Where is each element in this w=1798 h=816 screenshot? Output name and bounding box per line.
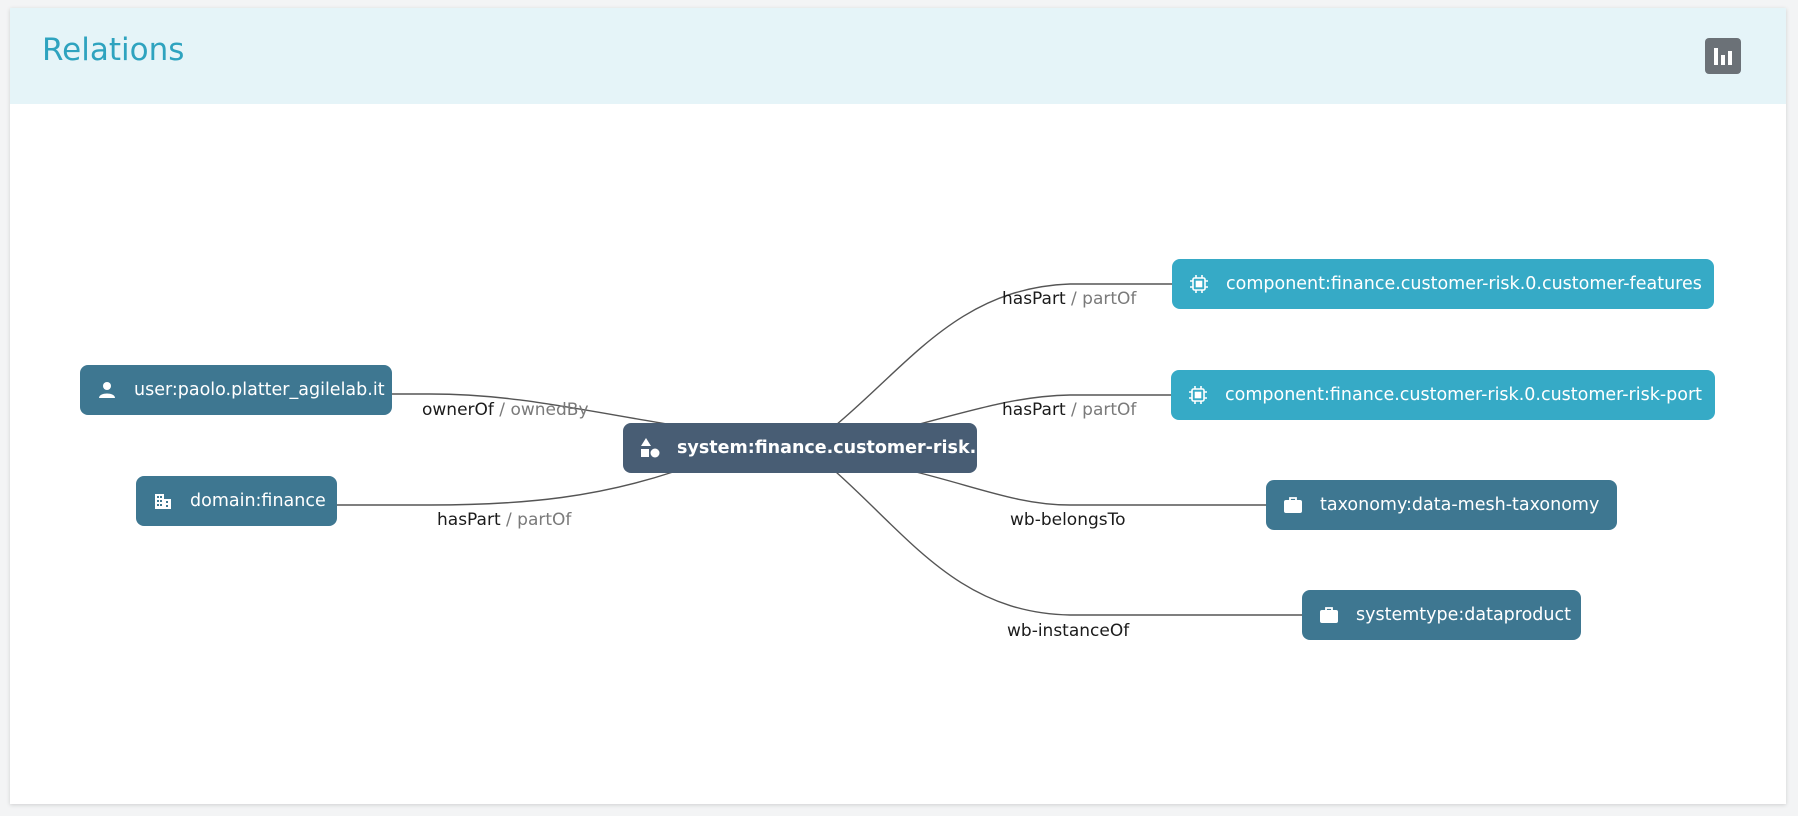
person-icon [96,379,118,401]
graph-edges [337,283,1302,616]
inverse-relation-label: ownedBy [510,400,589,420]
node-system-center[interactable]: system:finance.customer-risk.0 [623,423,988,473]
edge-owner [392,393,674,426]
node-label: component:finance.customer-risk.0.custom… [1226,274,1702,294]
page-title: Relations [42,32,185,68]
relation-separator: / [1065,400,1083,420]
node-label: systemtype:dataproduct [1356,605,1571,625]
edge-label-domain: hasPart / partOf [437,510,571,530]
briefcase-icon [1318,604,1340,626]
edge-label-taxonomy: wb-belongsTo [1010,510,1126,530]
relation-separator: / [493,400,511,420]
chip-icon [1187,384,1209,406]
node-user[interactable]: user:paolo.platter_agilelab.it [80,365,392,415]
relation-label: hasPart [1002,400,1066,420]
edge-taxonomy [915,471,1266,506]
relation-label: ownerOf [422,400,494,420]
relation-separator: / [1065,289,1083,309]
inverse-relation-label: partOf [1082,289,1137,309]
node-label: domain:finance [190,491,326,511]
building-icon [152,490,174,512]
card-header: Relations [10,8,1786,104]
edge-label-owner: ownerOf / ownedBy [422,400,589,420]
inverse-relation-label: partOf [1082,400,1137,420]
node-domain[interactable]: domain:finance [136,476,337,526]
node-label: component:finance.customer-risk.0.custom… [1225,385,1703,405]
relation-separator: / [500,510,518,530]
relation-label: hasPart [437,510,501,530]
relation-label: wb-belongsTo [1010,510,1126,530]
relation-label: hasPart [1002,289,1066,309]
node-component-customer-risk-port[interactable]: component:finance.customer-risk.0.custom… [1171,370,1715,420]
chart-view-button[interactable] [1705,38,1741,74]
node-label: system:finance.customer-risk.0 [677,438,989,458]
relations-graph: user:paolo.platter_agilelab.it domain:fi… [10,8,1786,804]
node-label: taxonomy:data-mesh-taxonomy [1320,495,1600,515]
node-label: user:paolo.platter_agilelab.it [134,380,385,400]
edge-component-features [835,283,1172,426]
inverse-relation-label: partOf [517,510,572,530]
edge-systemtype [835,471,1302,616]
chip-icon [1188,273,1210,295]
shapes-icon [639,437,661,459]
node-taxonomy[interactable]: taxonomy:data-mesh-taxonomy [1266,480,1617,530]
relations-card: Relations user:paolo.pla [10,8,1786,804]
edge-label-component-features: hasPart / partOf [1002,289,1136,309]
node-systemtype[interactable]: systemtype:dataproduct [1302,590,1581,640]
edge-domain [337,471,674,506]
edge-component-risk-port [915,394,1171,426]
edge-label-systemtype: wb-instanceOf [1007,621,1129,641]
briefcase-icon [1282,494,1304,516]
edge-label-component-risk-port: hasPart / partOf [1002,400,1136,420]
relation-label: wb-instanceOf [1007,621,1130,641]
node-component-customer-features[interactable]: component:finance.customer-risk.0.custom… [1172,259,1714,309]
